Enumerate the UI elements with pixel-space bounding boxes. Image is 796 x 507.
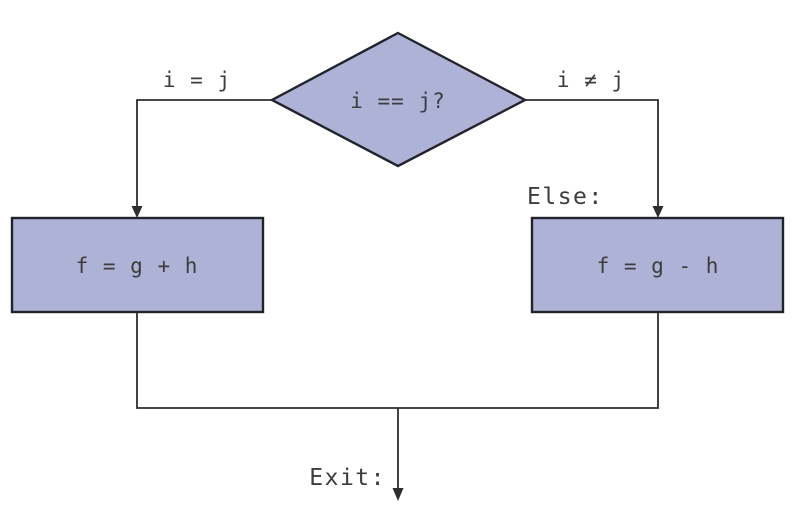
arrowhead-exit: [392, 488, 404, 501]
false-branch-label: i ≠ j: [557, 68, 625, 92]
then-block: [10, 216, 265, 314]
connector-false-branch: [525, 99, 659, 210]
decision-diamond: [269, 31, 528, 168]
connector-merge: [136, 312, 659, 409]
else-annotation: Else:: [527, 184, 604, 210]
arrowhead-into-then-block: [131, 206, 143, 218]
exit-annotation: Exit:: [309, 465, 386, 491]
arrowhead-into-else-block: [652, 206, 664, 218]
else-block: [530, 216, 785, 314]
decision-label: i == j?: [350, 89, 446, 113]
else-block-label: f = g - h: [597, 254, 720, 278]
then-block-label: f = g + h: [76, 254, 199, 278]
connector-true-branch: [136, 99, 272, 210]
true-branch-label: i = j: [163, 68, 231, 92]
